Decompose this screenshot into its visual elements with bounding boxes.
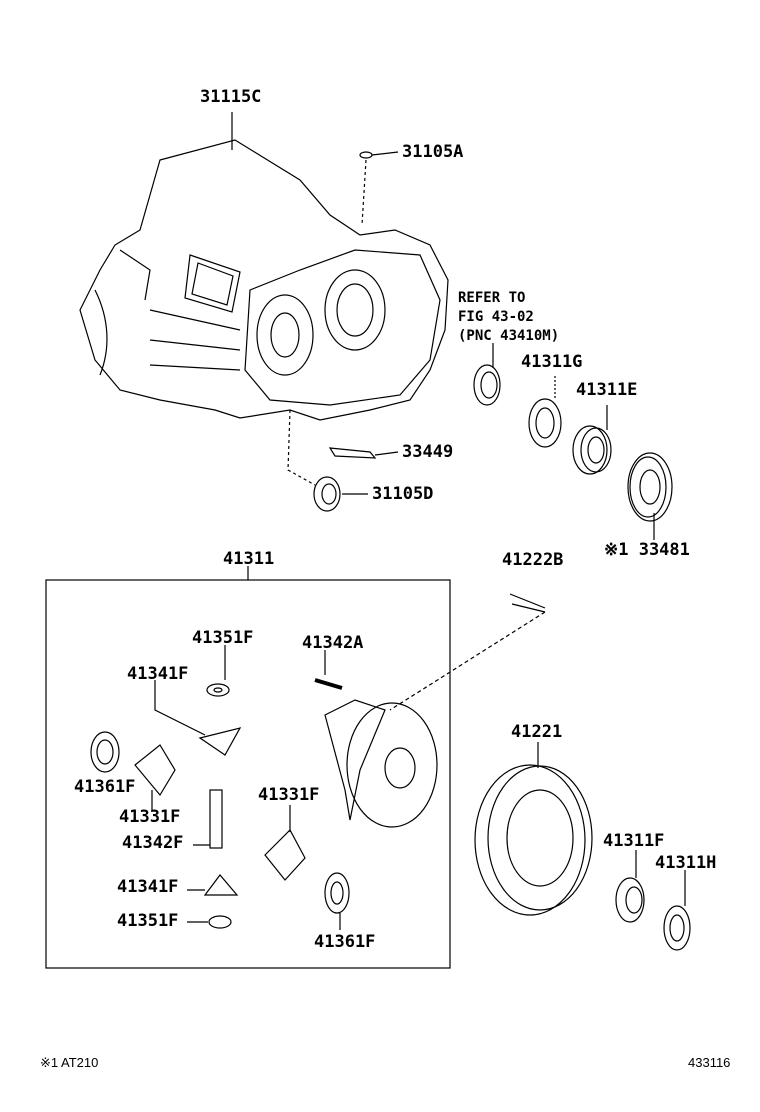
- oil-seal-33481: [627, 452, 673, 522]
- label-41221: 41221: [511, 722, 563, 742]
- pinion-gear-bottom: [203, 874, 239, 896]
- label-41351f-bottom: 41351F: [117, 911, 179, 931]
- label-31105d: 31105D: [372, 484, 434, 504]
- label-33481: ※1 33481: [604, 540, 690, 560]
- label-41222b: 41222B: [502, 550, 564, 570]
- ring-gear-41221: [474, 764, 593, 916]
- label-41311e: 41311E: [576, 380, 638, 400]
- label-31105a: 31105A: [402, 142, 464, 162]
- label-41311: 41311: [223, 549, 275, 569]
- figure-id: 433116: [688, 1055, 731, 1070]
- label-refer-1: REFER TO: [458, 290, 526, 306]
- label-33449: 33449: [402, 442, 454, 462]
- seal-31105d: [313, 476, 341, 512]
- differential-case: [324, 699, 438, 828]
- label-41341f-top: 41341F: [127, 664, 189, 684]
- label-41311g: 41311G: [521, 352, 583, 372]
- magnet-33449: [328, 447, 377, 459]
- label-41351f-top: 41351F: [192, 628, 254, 648]
- label-41341f-bottom: 41341F: [117, 877, 179, 897]
- label-41331f-left: 41331F: [119, 807, 181, 827]
- bolt-41222b: [509, 593, 546, 613]
- transaxle-housing: [79, 139, 449, 421]
- pinion-shaft: [209, 789, 223, 849]
- bearing-41311e: [572, 425, 608, 475]
- label-41361f-right: 41361F: [314, 932, 376, 952]
- side-gear-left: [134, 744, 176, 797]
- label-41361f-left: 41361F: [74, 777, 136, 797]
- label-41311f: 41311F: [603, 831, 665, 851]
- label-41311h: 41311H: [655, 853, 717, 873]
- seal-refer: [473, 364, 501, 406]
- label-31115c: 31115C: [200, 87, 262, 107]
- side-gear-right: [264, 829, 306, 881]
- footer-note: ※1 AT210: [40, 1055, 99, 1070]
- label-41342a: 41342A: [302, 633, 364, 653]
- label-refer-2: FIG 43-02: [458, 309, 534, 325]
- label-41342f: 41342F: [122, 833, 184, 853]
- label-refer-3: (PNC 43410M): [458, 328, 560, 344]
- label-41331f-right: 41331F: [258, 785, 320, 805]
- shim-41311g: [528, 398, 562, 448]
- pinion-gear-top: [198, 727, 242, 756]
- pin-41342a: [314, 678, 343, 690]
